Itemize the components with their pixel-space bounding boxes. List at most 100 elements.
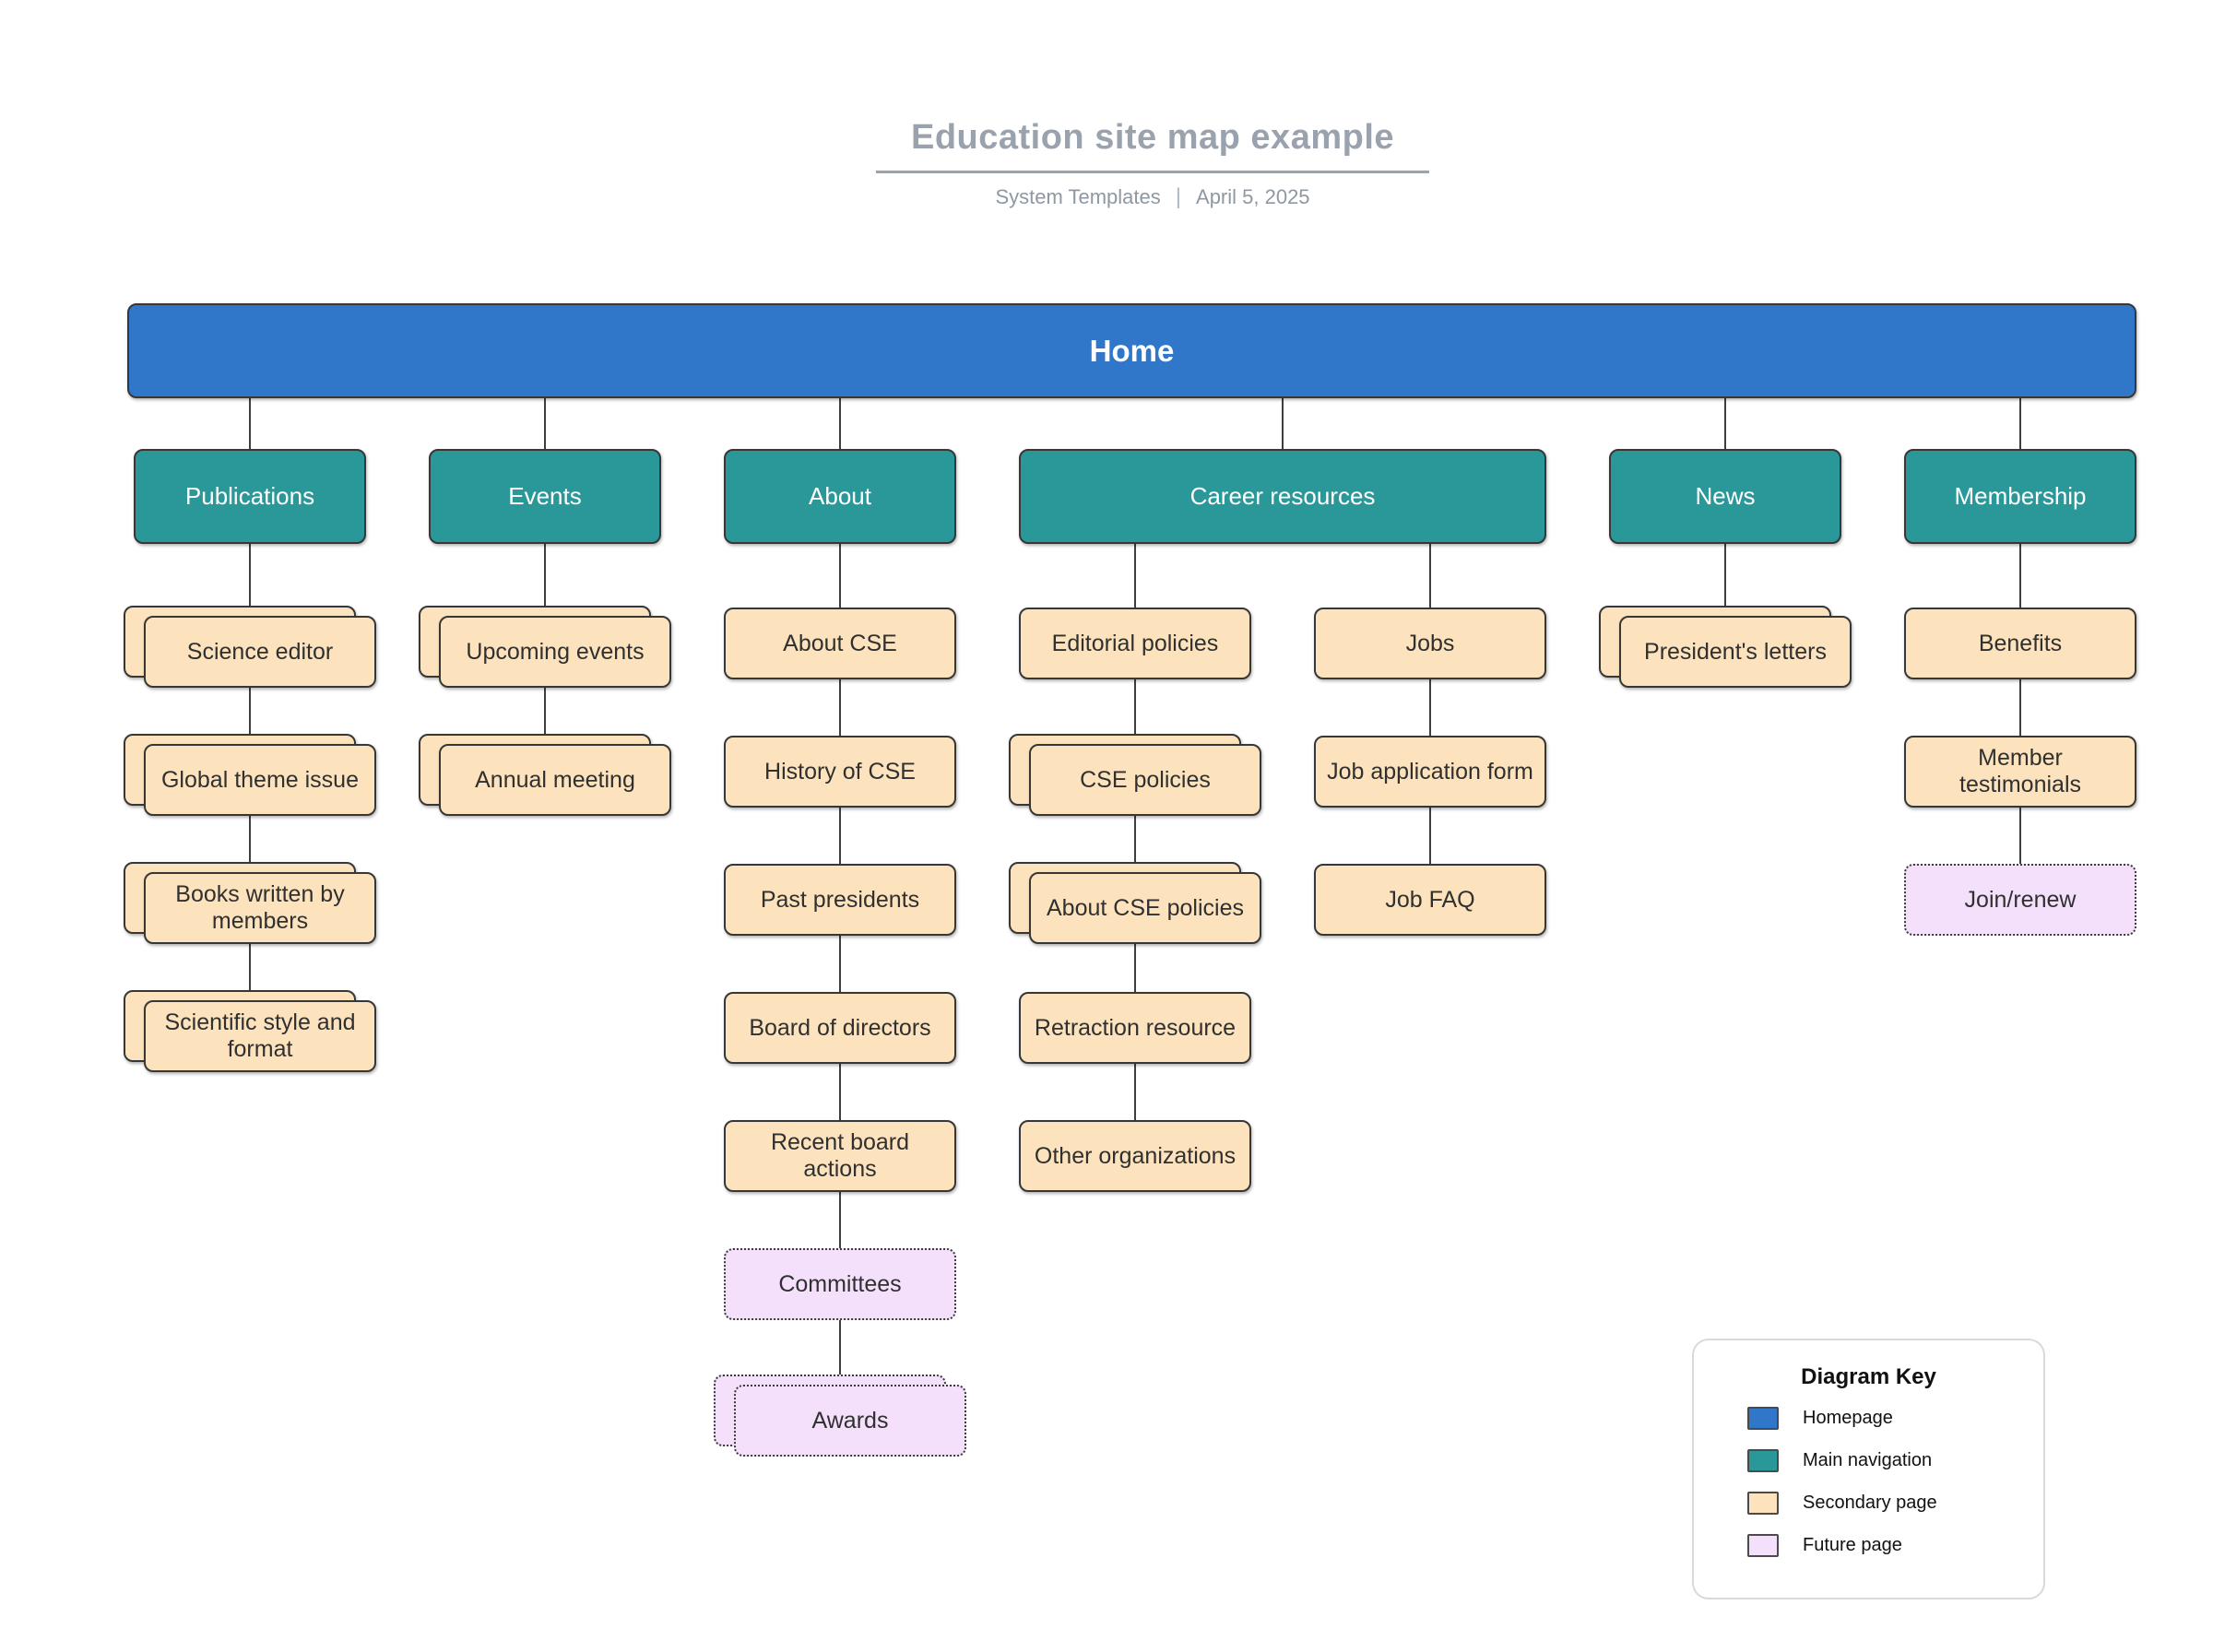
node-label: History of CSE: [764, 758, 916, 785]
node-label: President's letters: [1644, 638, 1827, 665]
connector: [1429, 679, 1431, 736]
node-board-of-directors[interactable]: Board of directors: [724, 992, 956, 1064]
node-past-presidents[interactable]: Past presidents: [724, 864, 956, 936]
future-page-swatch: [1747, 1534, 1779, 1557]
node-upcoming-events[interactable]: Upcoming events: [419, 606, 671, 688]
node-editorial-policies[interactable]: Editorial policies: [1019, 608, 1251, 679]
connector: [544, 679, 546, 736]
nav-career-resources[interactable]: Career resources: [1019, 449, 1546, 544]
node-label: Science editor: [186, 638, 334, 665]
node-label: Jobs: [1405, 630, 1455, 656]
connector: [839, 936, 841, 992]
node-label: Job FAQ: [1385, 886, 1475, 913]
connector: [544, 544, 546, 608]
connector: [1282, 398, 1284, 449]
node-member-testimonials[interactable]: Member testimonials: [1904, 736, 2136, 808]
node-label: Past presidents: [760, 886, 920, 913]
connector: [1429, 544, 1431, 608]
connector: [839, 398, 841, 449]
connector: [839, 1320, 841, 1376]
node-label: Scientific style and format: [164, 1009, 356, 1062]
node-label: CSE policies: [1080, 766, 1211, 793]
node-label: Membership: [1954, 482, 2087, 510]
node-awards[interactable]: Awards: [714, 1375, 966, 1457]
node-scientific-style-and-format[interactable]: Scientific style and format: [124, 990, 376, 1072]
connector: [1134, 1064, 1136, 1120]
node-about-cse-policies[interactable]: About CSE policies: [1009, 862, 1261, 944]
node-other-organizations[interactable]: Other organizations: [1019, 1120, 1251, 1192]
node-label: Recent board actions: [770, 1129, 910, 1182]
nav-publications[interactable]: Publications: [134, 449, 366, 544]
node-label: Member testimonials: [1959, 745, 2081, 797]
diagram-key: Diagram Key Homepage Main navigation Sec…: [1692, 1339, 2045, 1599]
nav-events[interactable]: Events: [429, 449, 661, 544]
node-label: Awards: [811, 1407, 889, 1434]
node-label: Global theme issue: [160, 766, 359, 793]
node-join-renew[interactable]: Join/renew: [1904, 864, 2136, 936]
node-label: Career resources: [1189, 482, 1376, 510]
page-title: Education site map example: [876, 118, 1429, 173]
node-label: Upcoming events: [466, 638, 645, 665]
node-label: About CSE: [783, 630, 897, 656]
node-label: Join/renew: [1964, 886, 2077, 913]
node-cse-policies[interactable]: CSE policies: [1009, 734, 1261, 816]
node-recent-board-actions[interactable]: Recent board actions: [724, 1120, 956, 1192]
connector: [1429, 808, 1431, 864]
node-label: Committees: [778, 1270, 902, 1297]
connector: [2019, 544, 2021, 608]
connector: [1134, 808, 1136, 864]
node-retraction-resource[interactable]: Retraction resource: [1019, 992, 1251, 1064]
connector: [1134, 679, 1136, 736]
connector: [839, 544, 841, 608]
node-label: Events: [508, 482, 582, 510]
legend-item-future-page: Future page: [1747, 1534, 2043, 1557]
node-about-cse[interactable]: About CSE: [724, 608, 956, 679]
legend-label: Homepage: [1803, 1408, 1893, 1428]
subtitle: System Templates | April 5, 2025: [876, 184, 1429, 210]
node-home[interactable]: Home: [127, 303, 2136, 398]
node-history-of-cse[interactable]: History of CSE: [724, 736, 956, 808]
node-committees[interactable]: Committees: [724, 1248, 956, 1320]
node-benefits[interactable]: Benefits: [1904, 608, 2136, 679]
node-annual-meeting[interactable]: Annual meeting: [419, 734, 671, 816]
connector: [544, 398, 546, 449]
node-label: Board of directors: [749, 1014, 931, 1041]
node-science-editor[interactable]: Science editor: [124, 606, 376, 688]
connector: [2019, 808, 2021, 864]
legend-item-homepage: Homepage: [1747, 1407, 2043, 1430]
connector: [1134, 544, 1136, 608]
connector: [839, 1192, 841, 1248]
connector: [249, 808, 251, 864]
connector: [249, 936, 251, 992]
node-books-written-by-members[interactable]: Books written by members: [124, 862, 376, 944]
secondary-page-swatch: [1747, 1492, 1779, 1515]
byline: System Templates: [995, 185, 1161, 208]
node-job-faq[interactable]: Job FAQ: [1314, 864, 1546, 936]
connector: [249, 679, 251, 736]
node-label: Publications: [184, 482, 315, 510]
node-label: Editorial policies: [1051, 630, 1219, 656]
node-jobs[interactable]: Jobs: [1314, 608, 1546, 679]
date: April 5, 2025: [1196, 185, 1310, 208]
legend-item-main-navigation: Main navigation: [1747, 1449, 2043, 1472]
homepage-swatch: [1747, 1407, 1779, 1430]
connector: [249, 398, 251, 449]
node-label: Benefits: [1978, 630, 2063, 656]
nav-about[interactable]: About: [724, 449, 956, 544]
node-label: About: [809, 482, 871, 510]
node-global-theme-issue[interactable]: Global theme issue: [124, 734, 376, 816]
title-block: Education site map example System Templa…: [876, 118, 1429, 210]
legend-label: Future page: [1803, 1535, 1902, 1555]
node-presidents-letters[interactable]: President's letters: [1599, 606, 1852, 688]
legend-label: Main navigation: [1803, 1450, 1933, 1470]
node-job-application-form[interactable]: Job application form: [1314, 736, 1546, 808]
nav-membership[interactable]: Membership: [1904, 449, 2136, 544]
connector: [2019, 398, 2021, 449]
node-label: About CSE policies: [1046, 894, 1244, 921]
connector: [1724, 398, 1726, 449]
connector: [1724, 544, 1726, 608]
node-label: Other organizations: [1034, 1142, 1237, 1169]
nav-news[interactable]: News: [1609, 449, 1841, 544]
connector: [839, 1064, 841, 1120]
